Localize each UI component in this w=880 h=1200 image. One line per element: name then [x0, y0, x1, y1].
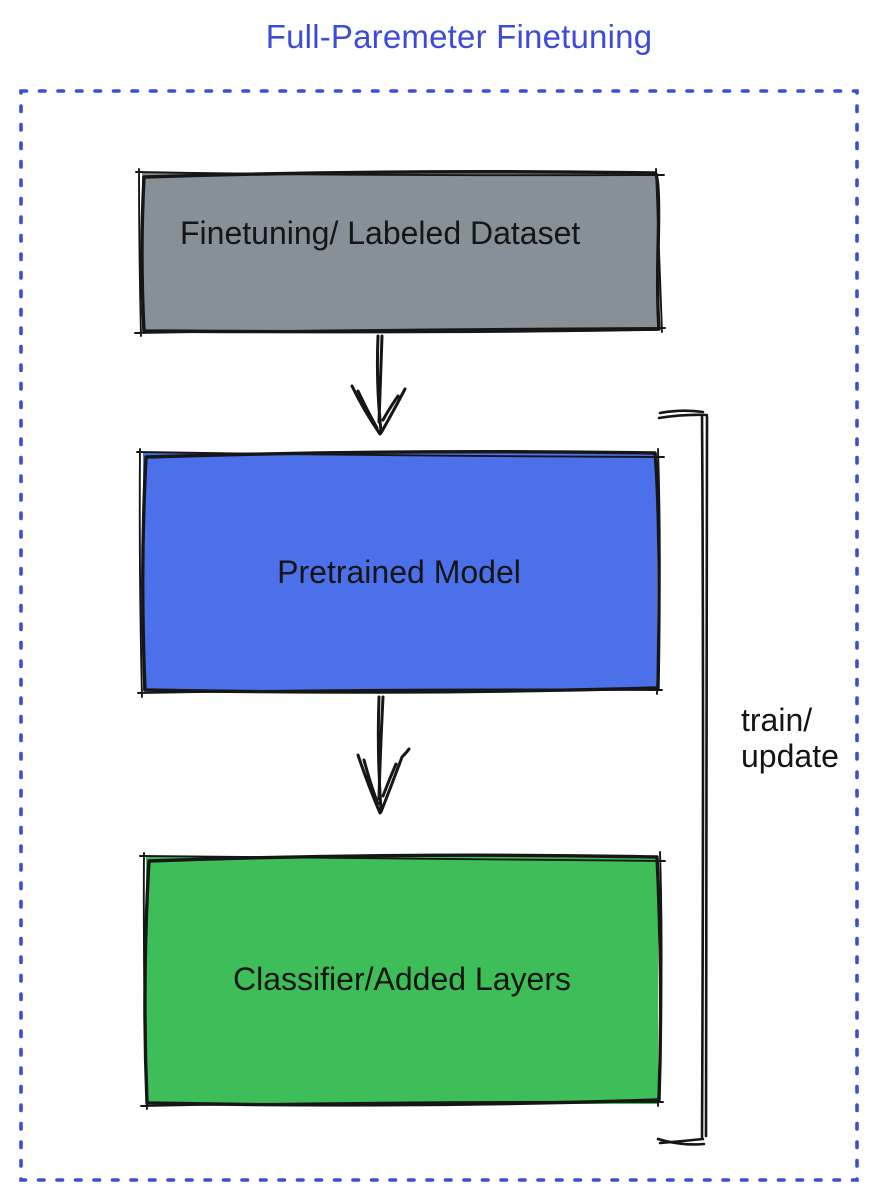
dataset-box-fill: [142, 173, 658, 331]
bracket-line: [656, 409, 709, 1146]
train-update-label: train/ update: [741, 702, 839, 774]
arrow-head: [350, 384, 407, 436]
classifier-box: [139, 851, 666, 1110]
train-update-bracket: [656, 409, 709, 1146]
pretrained-box-overdraw: [136, 448, 665, 698]
arrow-shaft: [376, 695, 385, 812]
classifier-box-overdraw: [139, 851, 666, 1110]
arrow-head: [356, 747, 411, 815]
classifier-box-fill: [146, 856, 658, 1104]
pretrained-box: [136, 448, 665, 698]
diagram-title: Full-Paremeter Finetuning: [265, 18, 653, 55]
dataset-box-overdraw: [134, 168, 666, 337]
pretrained-box-fill: [143, 453, 657, 691]
arrow-pretrained-to-classifier: [356, 695, 411, 815]
pretrained-box-label: Pretrained Model: [277, 554, 521, 590]
arrow-dataset-to-pretrained: [350, 334, 407, 436]
dataset-box-outline: [140, 169, 661, 334]
classifier-box-label: Classifier/Added Layers: [233, 961, 571, 997]
arrow-shaft: [375, 334, 384, 433]
dataset-box-label: Finetuning/ Labeled Dataset: [180, 215, 581, 251]
dataset-box: [134, 168, 666, 337]
